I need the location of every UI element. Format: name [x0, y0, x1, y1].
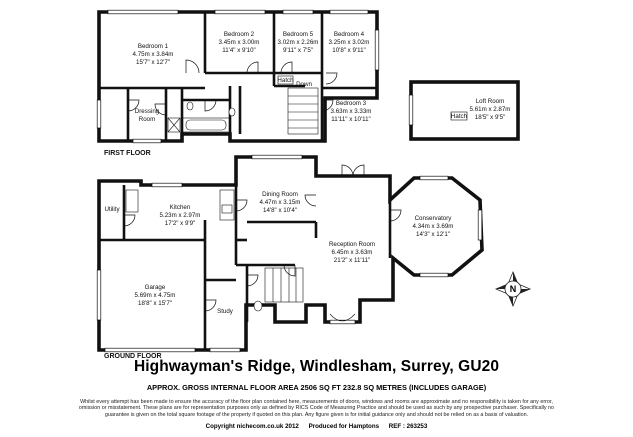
room-imperial: 17'2" x 9'9": [165, 220, 196, 227]
room-name: Dining Room: [262, 191, 298, 198]
room-garage: Garage 5.69m x 4.75m 18'8" x 15'7": [135, 284, 176, 307]
room-name-line2: Room: [139, 116, 156, 123]
compass-north-letter: N: [510, 284, 517, 294]
room-bedroom-1: Bedroom 1 4.75m x 3.84m 15'7" x 12'7": [133, 43, 174, 66]
room-name: Bedroom 4: [334, 31, 365, 38]
room-metric: 3.02m x 2.26m: [278, 39, 319, 46]
room-name: Bedroom 2: [224, 31, 255, 38]
room-imperial: 18'5" x 9'5": [475, 114, 506, 121]
room-imperial: 10'8" x 9'11": [332, 47, 365, 54]
room-dining: Dining Room 4.47m x 3.15m 14'8" x 10'4": [260, 191, 301, 214]
room-bedroom-2: Bedroom 2 3.45m x 3.00m 11'4" x 9'10": [219, 31, 260, 54]
room-dressing: Dressing Room: [135, 108, 160, 123]
room-imperial: 15'7" x 12'7": [136, 59, 170, 66]
room-name: Reception Room: [329, 241, 375, 248]
hatch-label: Hatch: [277, 77, 294, 84]
room-metric: 3.63m x 3.33m: [331, 108, 372, 115]
footer-ref: REF : 263253: [388, 423, 428, 430]
footer-produced: Produced for Hamptons: [308, 423, 380, 430]
room-name: Conservatory: [415, 215, 453, 222]
room-name-line1: Dressing: [135, 108, 160, 115]
floor-area-line: APPROX. GROSS INTERNAL FLOOR AREA 2506 S…: [146, 383, 487, 392]
room-name: Bedroom 5: [283, 31, 314, 38]
room-reception: Reception Room 6.45m x 3.63m 21'2" x 11'…: [329, 241, 375, 264]
room-imperial: 21'2" x 11'11": [334, 257, 370, 264]
room-imperial: 11'11" x 10'11": [331, 116, 370, 123]
room-name: Garage: [145, 284, 166, 291]
room-metric: 4.75m x 3.84m: [133, 51, 174, 58]
room-bedroom-4: Bedroom 4 3.25m x 3.02m 10'8" x 9'11": [329, 31, 370, 54]
room-conservatory: Conservatory 4.34m x 3.69m 14'3" x 12'1": [413, 215, 454, 238]
room-metric: 5.69m x 4.75m: [135, 292, 176, 299]
first-floor-label: FIRST FLOOR: [104, 150, 151, 157]
room-metric: 4.47m x 3.15m: [260, 199, 301, 206]
room-name: Bedroom 1: [138, 43, 169, 50]
room-utility: Utility: [104, 206, 120, 213]
room-imperial: 14'3" x 12'1": [416, 231, 450, 238]
room-metric: 5.23m x 2.97m: [160, 212, 201, 219]
room-metric: 4.34m x 3.69m: [413, 223, 454, 230]
room-imperial: 11'4" x 9'10": [222, 47, 255, 54]
footer-copyright: Copyright nichecom.co.uk 2012: [205, 423, 299, 430]
room-imperial: 18'8" x 15'7": [138, 300, 172, 307]
room-imperial: 9'11" x 7'5": [283, 47, 313, 54]
room-metric: 5.61m x 2.87m: [470, 106, 511, 113]
ground-floor-label: GROUND FLOOR: [104, 353, 162, 360]
room-kitchen: Kitchen 5.23m x 2.97m 17'2" x 9'9": [160, 204, 201, 227]
stairs-down-label: Down: [296, 81, 312, 88]
footer: Copyright nichecom.co.uk 2012 Produced f…: [0, 423, 633, 430]
room-metric: 3.25m x 3.02m: [329, 39, 370, 46]
loft-hatch-label: Hatch: [451, 113, 468, 120]
room-study: Study: [217, 308, 234, 315]
compass: N: [494, 270, 532, 308]
room-loft: Loft Room 5.61m x 2.87m 18'5" x 9'5": [470, 98, 511, 121]
room-bedroom-3: Bedroom 3 3.63m x 3.33m 11'11" x 10'11": [331, 100, 372, 123]
disclaimer-text: Whilst every attempt has been made to en…: [78, 399, 555, 418]
room-metric: 3.45m x 3.00m: [219, 39, 260, 46]
room-metric: 6.45m x 3.63m: [332, 249, 373, 256]
room-bedroom-5: Bedroom 5 3.02m x 2.26m 9'11" x 7'5": [278, 31, 319, 54]
room-name: Loft Room: [476, 98, 505, 105]
room-imperial: 14'8" x 10'4": [263, 207, 297, 214]
room-name: Kitchen: [170, 204, 191, 211]
property-title: Highwayman's Ridge, Windlesham, Surrey, …: [133, 358, 500, 375]
room-name: Bedroom 3: [336, 100, 367, 107]
